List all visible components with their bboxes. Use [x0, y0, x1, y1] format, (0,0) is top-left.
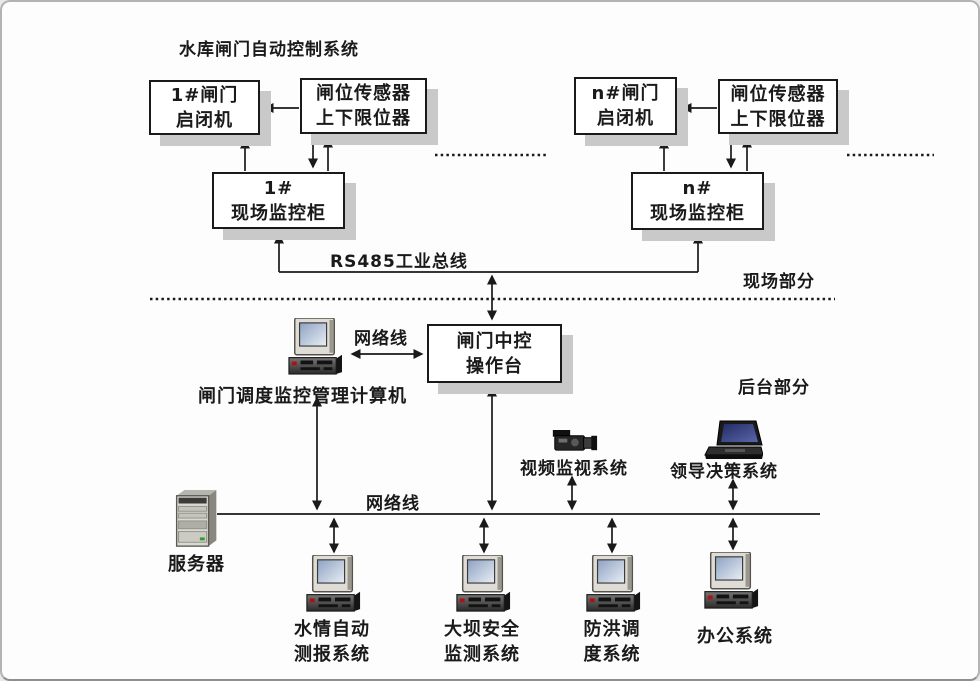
- ws-office-label: 办公系统: [675, 624, 795, 649]
- box-field-cabinet-1-line1: 1#: [263, 177, 294, 199]
- box-gate-hoist-1: 1#闸门 启闭机: [149, 80, 260, 135]
- box-gate-sensor-1-line1: 闸位传感器: [316, 83, 411, 104]
- desktop-pc-icon: [703, 552, 759, 610]
- box-field-cabinet-1-line2: 现场监控柜: [231, 202, 326, 224]
- ws-hydrology-line2: 测报系统: [294, 644, 370, 665]
- ws-dam-safety-label: 大坝安全 监测系统: [422, 617, 542, 667]
- desktop-pc-icon: [455, 555, 511, 613]
- ws-dam-safety-line2: 监测系统: [444, 644, 520, 665]
- box-gate-sensor-n-line2: 上下限位器: [730, 108, 826, 130]
- network-label-bus: 网络线: [366, 494, 420, 514]
- box-gate-hoist-n-line2: 启闭机: [597, 108, 654, 129]
- box-gate-hoist-1-line1: 1#闸门: [170, 84, 239, 106]
- network-label-console: 网络线: [354, 329, 408, 349]
- ws-flood-control-label: 防洪调 度系统: [555, 617, 669, 667]
- desktop-pc-icon: [305, 555, 361, 613]
- box-gate-sensor-n: 闸位传感器 上下限位器: [718, 79, 838, 134]
- desktop-pc-icon: [288, 318, 342, 376]
- desktop-pc-icon: [585, 555, 641, 613]
- camcorder-icon: [548, 430, 600, 455]
- ws-office-line1: 办公系统: [697, 626, 773, 647]
- diagram-title: 水库闸门自动控制系统: [179, 40, 359, 60]
- box-gate-sensor-1: 闸位传感器 上下限位器: [300, 78, 427, 134]
- box-field-cabinet-n-line1: n#: [682, 178, 713, 199]
- box-field-cabinet-n: n# 现场监控柜: [631, 172, 764, 230]
- server-label: 服务器: [168, 554, 225, 575]
- box-gate-sensor-n-line1: 闸位传感器: [730, 83, 826, 105]
- box-gate-hoist-1-line2: 启闭机: [176, 109, 233, 131]
- ws-flood-control-line1: 防洪调: [583, 619, 641, 640]
- box-central-console: 闸门中控 操作台: [427, 324, 562, 383]
- backend-section-label: 后台部分: [738, 378, 810, 398]
- box-gate-hoist-n: n#闸门 启闭机: [574, 77, 677, 135]
- leader-system-label: 领导决策系统: [670, 462, 778, 482]
- management-computer-label: 闸门调度监控管理计算机: [198, 386, 407, 407]
- box-central-console-line2: 操作台: [466, 355, 523, 377]
- server-tower-icon: [173, 488, 219, 550]
- field-section-label: 现场部分: [743, 272, 815, 292]
- laptop-icon: [703, 420, 763, 462]
- box-central-console-line1: 闸门中控: [456, 330, 533, 352]
- ws-hydrology-label: 水情自动 测报系统: [272, 617, 392, 667]
- box-field-cabinet-1: 1# 现场监控柜: [212, 172, 345, 229]
- ws-dam-safety-line1: 大坝安全: [444, 619, 520, 640]
- ws-hydrology-line1: 水情自动: [294, 619, 370, 640]
- ws-flood-control-line2: 度系统: [583, 644, 641, 665]
- video-system-label: 视频监视系统: [520, 459, 628, 479]
- rs485-bus-label: RS485工业总线: [330, 252, 468, 272]
- box-gate-sensor-1-line2: 上下限位器: [316, 108, 411, 129]
- box-gate-hoist-n-line1: n#闸门: [591, 83, 660, 104]
- box-field-cabinet-n-line2: 现场监控柜: [650, 203, 745, 224]
